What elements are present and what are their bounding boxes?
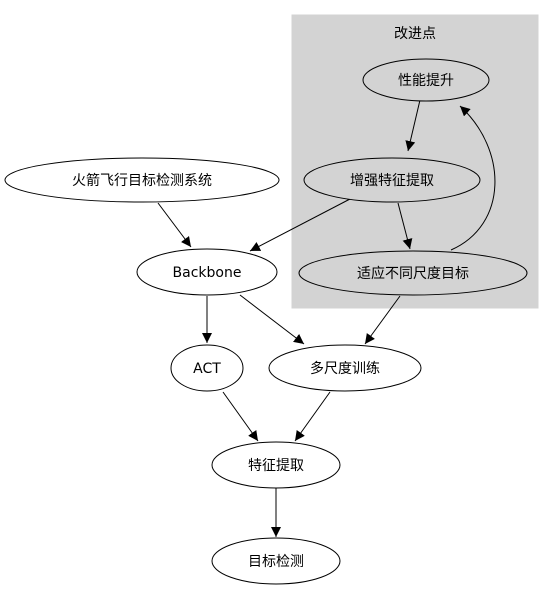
cluster-label: 改进点: [394, 26, 436, 42]
node-perf-label: 性能提升: [398, 73, 454, 89]
edge-perf-to-enhance: [405, 99, 421, 152]
node-detect-shape: [211, 537, 341, 585]
node-multiscale-shape: [268, 344, 422, 392]
edge-adapt-to-perf: [450, 105, 496, 251]
node-system: 火箭飞行目标检测系统: [4, 157, 280, 203]
node-feature: 特征提取: [211, 441, 341, 489]
node-system-shape: [4, 157, 280, 203]
node-perf-shape: [362, 58, 490, 102]
node-detect: 目标检测: [211, 537, 341, 585]
node-enhance: 增强特征提取: [303, 157, 481, 203]
edges: [157, 99, 496, 537]
node-enhance-label: 增强特征提取: [350, 173, 434, 189]
edge-system-to-backbone: [157, 202, 192, 248]
node-feature-shape: [211, 441, 341, 489]
edge-enhance-to-adapt: [397, 202, 413, 250]
node-multiscale: 多尺度训练: [268, 344, 422, 392]
node-backbone-label: Backbone: [173, 265, 242, 281]
node-act-shape: [170, 344, 244, 392]
node-adapt-shape: [298, 250, 528, 296]
edge-multiscale-to-feature: [294, 391, 331, 442]
node-detect-label: 目标检测: [248, 554, 304, 570]
node-multiscale-label: 多尺度训练: [310, 360, 380, 377]
node-adapt-label: 适应不同尺度目标: [357, 265, 469, 282]
node-enhance-shape: [303, 157, 481, 203]
node-act: ACT: [170, 344, 244, 392]
node-backbone-shape: [136, 248, 278, 296]
node-perf: 性能提升: [362, 58, 490, 102]
node-system-label: 火箭飞行目标检测系统: [72, 172, 212, 189]
node-adapt: 适应不同尺度目标: [298, 250, 528, 296]
edge-enhance-to-backbone: [249, 198, 351, 252]
edge-backbone-to-multiscale: [239, 294, 305, 345]
node-backbone: Backbone: [136, 248, 278, 296]
edge-adapt-to-multiscale: [364, 295, 401, 345]
node-feature-label: 特征提取: [248, 458, 304, 474]
node-act-label: ACT: [193, 361, 221, 377]
edge-act-to-feature: [222, 391, 259, 442]
